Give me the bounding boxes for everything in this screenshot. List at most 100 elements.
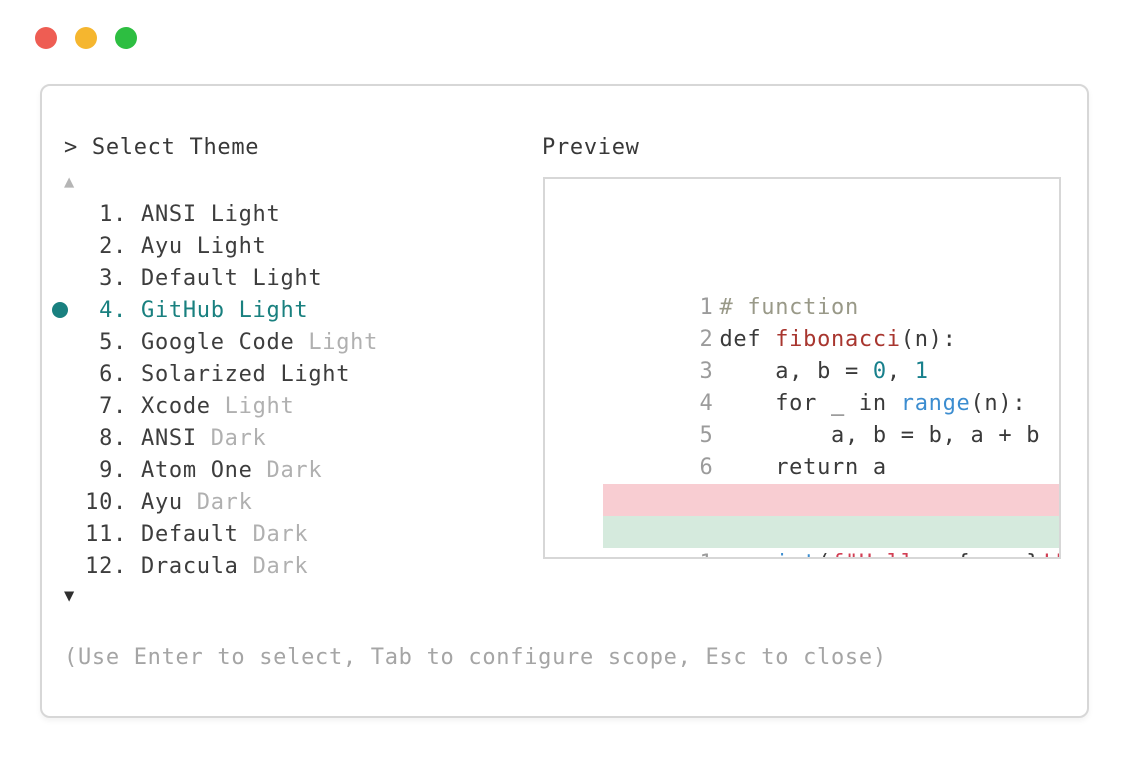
line-number: 1 xyxy=(686,548,713,557)
theme-item-ansi-light[interactable]: 1. ANSI Light xyxy=(52,198,378,230)
scroll-down-icon[interactable]: ▼ xyxy=(64,586,75,606)
item-number: 12. xyxy=(85,553,127,579)
bullet-box xyxy=(52,238,78,254)
code-content: for _ in range(n): xyxy=(719,391,1026,416)
code-row: 5 a, b = b, a + b xyxy=(545,356,1059,448)
item-number: 6. xyxy=(99,361,127,387)
code-segment-fg: (n): xyxy=(900,327,957,352)
bullet-box xyxy=(52,462,78,478)
diff-added-row: 1 + print(f"Hello, {name}!") xyxy=(545,484,1059,557)
code-segment-fg: (n): xyxy=(970,391,1027,416)
window-controls xyxy=(35,27,137,49)
code-content: + print(f"Hello, {name}!") xyxy=(719,551,1059,557)
preview-label: Preview xyxy=(542,135,640,160)
code-segment-fg: a, b = xyxy=(719,359,873,384)
bullet-box xyxy=(52,302,78,318)
code-line-bg xyxy=(603,452,720,484)
footer-hint: (Use Enter to select, Tab to configure s… xyxy=(64,645,887,670)
code-row: 1# function xyxy=(545,228,1059,320)
code-segment-builtin: print xyxy=(747,551,817,557)
item-number: 2. xyxy=(99,233,127,259)
item-name: Ayu Light xyxy=(141,233,267,259)
theme-item-ansi-dark[interactable]: 8. ANSI Dark xyxy=(52,422,378,454)
item-name: Dracula xyxy=(141,553,239,579)
item-name: Ayu xyxy=(141,489,183,515)
bullet-box xyxy=(52,398,78,414)
code-line-bg: 6 return a xyxy=(603,420,887,480)
bullet-box xyxy=(52,494,78,510)
item-variant: Dark xyxy=(238,553,309,579)
theme-item-ayu-dark[interactable]: 10. Ayu Dark xyxy=(52,486,378,518)
item-name: Default Light xyxy=(141,265,323,291)
code-row: 3 a, b = 0, 1 xyxy=(545,292,1059,384)
item-number: 4. xyxy=(99,297,127,323)
item-name: Google Code xyxy=(141,329,295,355)
item-name: ANSI xyxy=(141,425,197,451)
item-name: Atom One xyxy=(141,457,253,483)
theme-item-default-light[interactable]: 3. Default Light xyxy=(52,262,378,294)
code-segment-function: fibonacci xyxy=(775,327,901,352)
theme-item-xcode-light[interactable]: 7. Xcode Light xyxy=(52,390,378,422)
scroll-up-icon[interactable]: ▲ xyxy=(64,172,75,192)
code-row: 6 return a xyxy=(545,388,1059,480)
code-content: a, b = 0, 1 xyxy=(719,359,928,384)
line-number: 2 xyxy=(699,327,714,352)
code-segment-fg: ( xyxy=(817,551,831,557)
code-content: # function xyxy=(719,295,858,320)
bullet-box xyxy=(52,430,78,446)
code-line-bg: 5 a, b = b, a + b xyxy=(603,388,1040,448)
item-number: 11. xyxy=(85,521,127,547)
theme-item-ayu-light[interactable]: 2. Ayu Light xyxy=(52,230,378,262)
code-line-bg: 4 for _ in range(n): xyxy=(603,356,1026,416)
code-line-bg: 3 a, b = 0, 1 xyxy=(603,324,929,384)
theme-picker-panel: > Select Theme ▲ 1. ANSI Light 2. Ayu Li… xyxy=(40,84,1089,718)
item-variant: Dark xyxy=(238,521,309,547)
bullet-box xyxy=(52,334,78,350)
item-number: 1. xyxy=(99,201,127,227)
theme-item-solarized-light[interactable]: 6. Solarized Light xyxy=(52,358,378,390)
code-segment-number: 0 xyxy=(872,359,887,384)
theme-item-default-dark[interactable]: 11. Default Dark xyxy=(52,518,378,550)
code-segment-fg: def xyxy=(719,327,776,352)
item-name: ANSI Light xyxy=(141,201,281,227)
zoom-button-icon[interactable] xyxy=(115,27,137,49)
item-name: GitHub Light xyxy=(141,297,309,323)
code-segment-builtin: range xyxy=(900,391,971,416)
code-segment-comment: # function xyxy=(719,295,859,320)
bullet-box xyxy=(52,558,78,574)
item-number: 8. xyxy=(99,425,127,451)
theme-item-google-code-light[interactable]: 5. Google Code Light xyxy=(52,326,378,358)
code-segment-number: 1 xyxy=(914,359,929,384)
line-number: 6 xyxy=(699,455,714,480)
code-row: 4 for _ in range(n): xyxy=(545,324,1059,416)
item-variant: Dark xyxy=(182,489,253,515)
line-number: 5 xyxy=(699,423,714,448)
code-segment-fg: , xyxy=(886,359,915,384)
theme-item-atom-one-dark[interactable]: 9. Atom One Dark xyxy=(52,454,378,486)
theme-item-dracula-dark[interactable]: 12. Dracula Dark xyxy=(52,550,378,582)
line-number: 4 xyxy=(699,391,714,416)
line-number: 3 xyxy=(699,359,714,384)
code-line-bg: 1 + print(f"Hello, {name}!") xyxy=(602,516,1059,557)
item-name: Default xyxy=(141,521,239,547)
code-line-bg: 1- print("Hello, " + name) xyxy=(602,484,1059,544)
item-variant: Dark xyxy=(196,425,267,451)
item-variant: Light xyxy=(294,329,379,355)
code-segment-string: f"Hello, xyxy=(831,551,957,557)
close-button-icon[interactable] xyxy=(35,27,57,49)
theme-list: 1. ANSI Light 2. Ayu Light 3. Default Li… xyxy=(52,198,378,582)
code-content: return a xyxy=(719,455,886,480)
line-number: 1 xyxy=(699,295,714,320)
item-variant: Dark xyxy=(252,457,323,483)
code-content: def fibonacci(n): xyxy=(719,327,956,352)
minimize-button-icon[interactable] xyxy=(75,27,97,49)
item-number: 5. xyxy=(99,329,127,355)
code-segment-added: + xyxy=(719,551,747,557)
code-line-bg: 1# function xyxy=(603,260,859,320)
theme-item-github-light[interactable]: 4. GitHub Light xyxy=(52,294,378,326)
code-segment-fg: a, b = b, a + b xyxy=(719,423,1041,448)
item-variant: Light xyxy=(210,393,295,419)
